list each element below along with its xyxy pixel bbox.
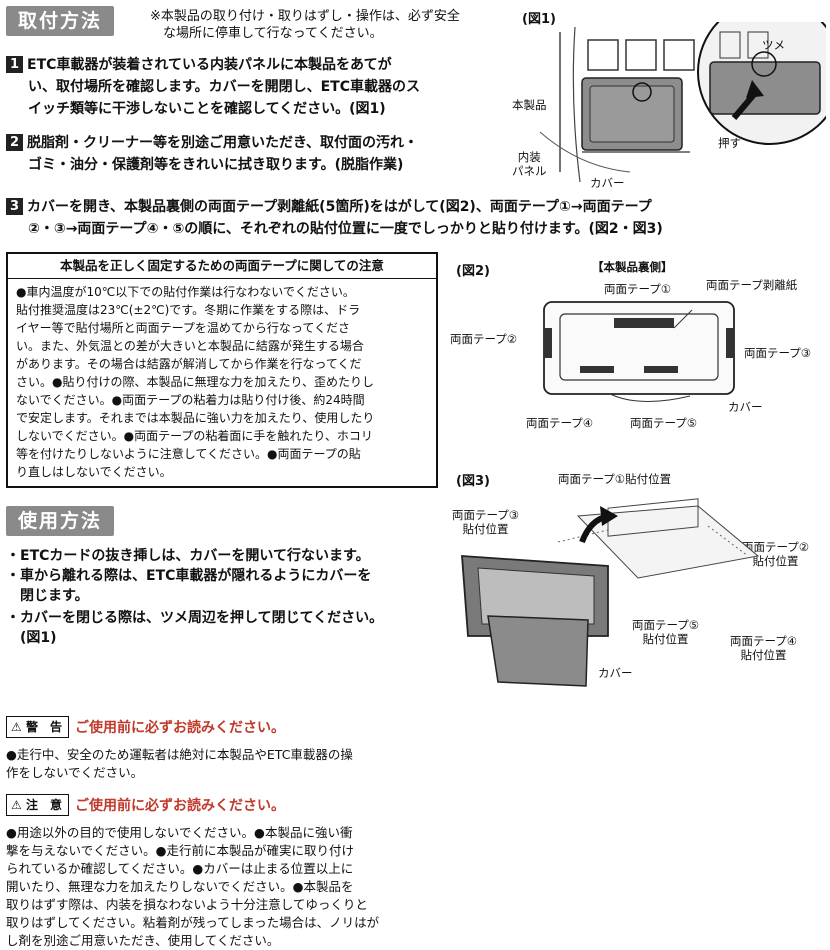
- fig2-tape5-label: 両面テープ⑤: [630, 416, 698, 430]
- install-heading: 取付方法: [6, 6, 115, 36]
- warning-header: ⚠ 警 告 ご使用前に必ずお読みください。: [6, 716, 285, 738]
- fig3-label: (図3): [456, 474, 490, 489]
- fig1-label: (図1): [522, 12, 556, 27]
- fig1-product-label: 本製品: [512, 98, 547, 112]
- fig1-illustration: [539, 22, 826, 183]
- fig2-tape1-label: 両面テープ①: [604, 282, 672, 296]
- step-number: 3: [6, 198, 23, 215]
- fig2-label: (図2): [456, 264, 490, 279]
- attention-header: ⚠ 注 意 ご使用前に必ずお読みください。: [6, 794, 285, 816]
- warning-triangle-icon: ⚠: [11, 798, 22, 812]
- fig2-illustration: [543, 301, 735, 402]
- fig3-pos4-label: 両面テープ④ 貼付位置: [730, 634, 798, 662]
- warning-tag: ⚠ 警 告: [6, 716, 69, 738]
- safety-note: ※本製品の取り付け・取りはずし・操作は、必ず安全 な場所に停車して行なってくださ…: [150, 9, 460, 41]
- fig3-pos2-label: 両面テープ② 貼付位置: [742, 540, 810, 568]
- caution-title: 本製品を正しく固定するための両面テープに関しての注意: [8, 254, 436, 279]
- fig2-peel-label: 両面テープ剥離紙: [706, 278, 798, 292]
- usage-text: ・ETCカードの抜き挿しは、カバーを開いて行ないます。 ・車から離れる際は、ET…: [6, 548, 384, 646]
- attention-body: ●用途以外の目的で使用しないでください。●本製品に強い衝 撃を与えないでください…: [6, 825, 380, 948]
- attention-tag: ⚠ 注 意: [6, 794, 69, 816]
- fig1-claw-label: ツメ: [762, 38, 785, 52]
- fig2-cover-label: カバー: [728, 400, 763, 414]
- fig1-cover-label: カバー: [590, 176, 625, 190]
- fig3-illustration: [461, 498, 760, 687]
- fig3-pos3-label: 両面テープ③ 貼付位置: [452, 508, 520, 536]
- fig3-pos5-label: 両面テープ⑤ 貼付位置: [632, 618, 700, 646]
- fig1-panel-label: 内装 パネル: [512, 150, 547, 178]
- caution-body: ●車内温度が10℃以下での貼付作業は行なわないでください。 貼付推奨温度は23℃…: [16, 285, 375, 479]
- fig3-pos1-label: 両面テープ①貼付位置: [558, 472, 672, 486]
- warning-body: ●走行中、安全のため運転者は絶対に本製品やETC車載器の操 作をしないでください…: [6, 747, 353, 780]
- fig1-push-label: 押す: [718, 136, 741, 150]
- fig2-tape4-label: 両面テープ④: [526, 416, 594, 430]
- usage-heading: 使用方法: [6, 506, 115, 536]
- warning-message: ご使用前に必ずお読みください。: [74, 720, 285, 736]
- fig3-cover-label: カバー: [598, 666, 633, 680]
- warning-triangle-icon: ⚠: [11, 720, 22, 734]
- tape-caution-box: 本製品を正しく固定するための両面テープに関しての注意 ●車内温度が10℃以下での…: [6, 252, 438, 488]
- fig2-back-label: 【本製品裏側】: [592, 260, 673, 274]
- fig2-tape3-label: 両面テープ③: [744, 346, 812, 360]
- attention-message: ご使用前に必ずお読みください。: [74, 798, 285, 814]
- fig2-tape2-label: 両面テープ②: [450, 332, 518, 346]
- step-number: 2: [6, 134, 23, 151]
- step-number: 1: [6, 56, 23, 73]
